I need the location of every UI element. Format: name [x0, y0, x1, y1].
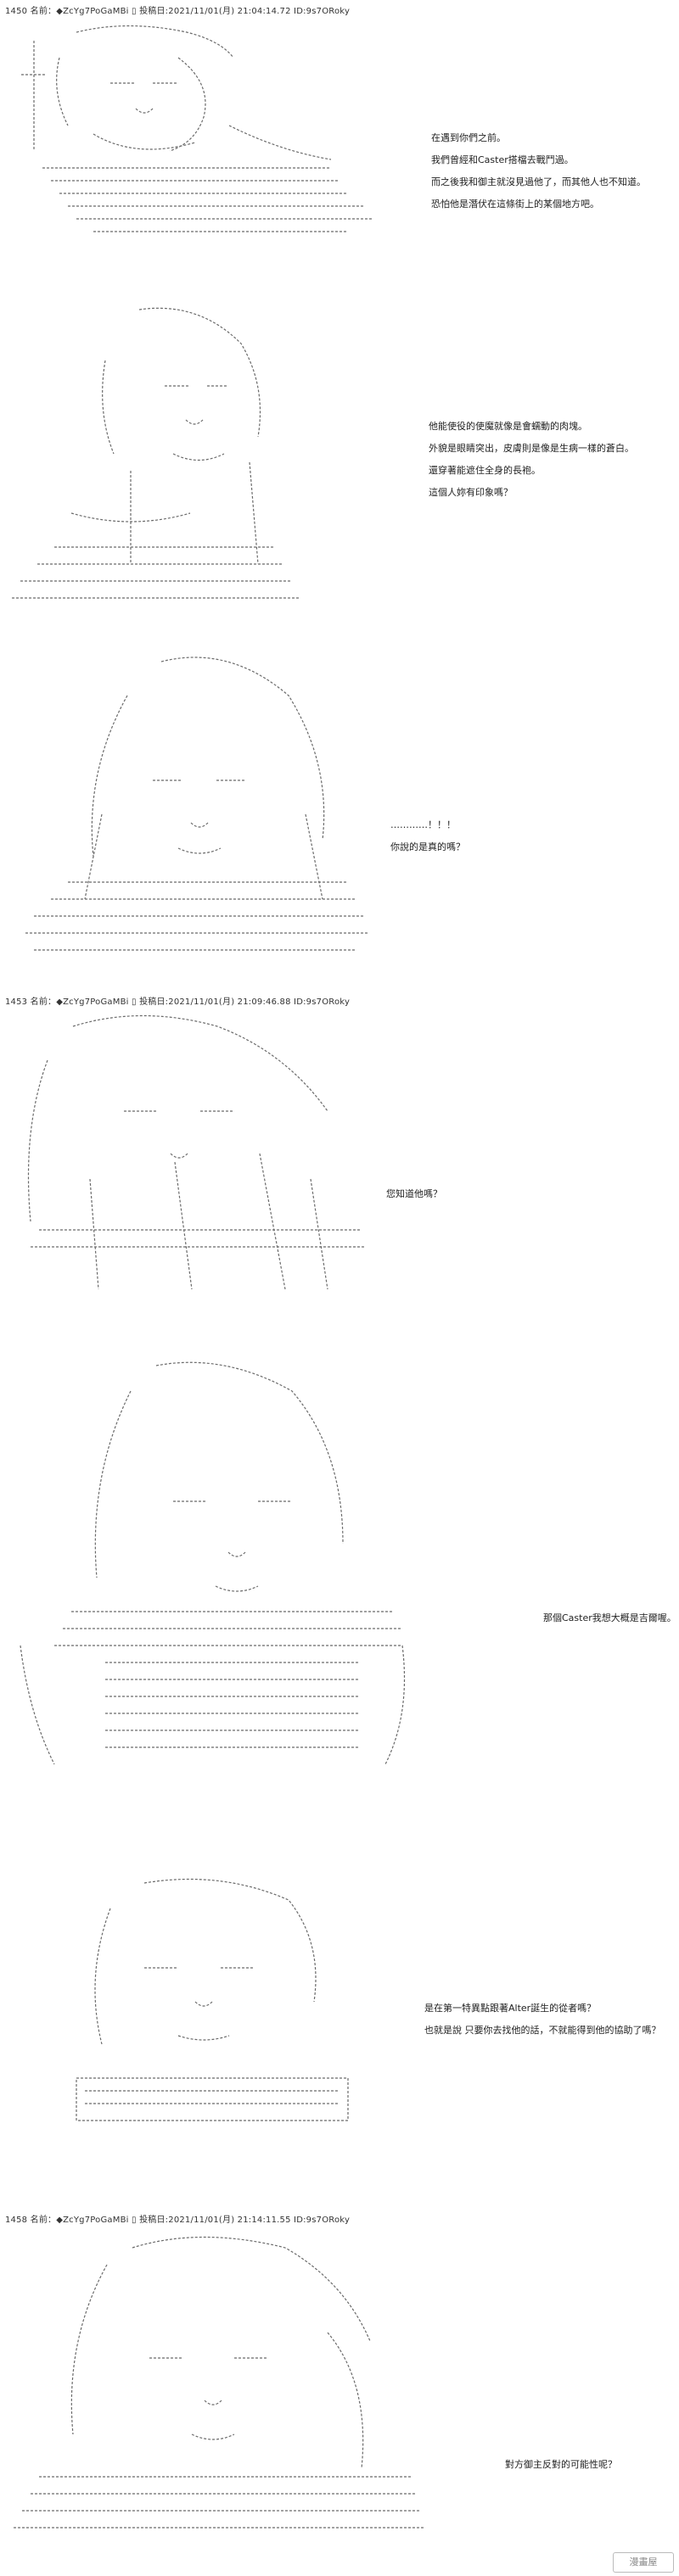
character-ascii-art: [5, 1009, 370, 1298]
dialogue-line: …………！！！: [390, 819, 456, 830]
dialogue-block: 您知道他嗎？: [386, 1183, 442, 1205]
dialogue-line: 對方御主反對的可能性呢？: [505, 2459, 617, 2470]
dialogue-block: 那個Caster我想大概是吉爾喔。: [543, 1607, 676, 1629]
dialogue-line: 那個Caster我想大概是吉爾喔。: [543, 1612, 676, 1623]
character-ascii-art: [5, 2231, 429, 2562]
dialogue-block: 對方御主反對的可能性呢？: [505, 2454, 617, 2476]
dialogue-block: 在遇到你們之前。 我們曾經和Caster搭檔去戰鬥過。 而之後我和御主就沒見過他…: [431, 127, 646, 215]
character-ascii-art: [8, 24, 382, 246]
character-ascii-art: [17, 645, 373, 984]
dialogue-line: 也就是說 只要你去找他的話，不就能得到他的協助了嗎？: [424, 2025, 661, 2036]
dialogue-block: 他能使役的使魔就像是會蠕動的肉塊。 外貌是眼睛突出，皮膚則是像是生病一樣的蒼白。…: [429, 416, 634, 504]
dialogue-line: 還穿著能遮住全身的長袍。: [429, 465, 541, 476]
dialogue-line: 外貌是眼睛突出，皮膚則是像是生病一樣的蒼白。: [429, 443, 634, 454]
dialogue-line: 你說的是真的嗎？: [390, 841, 465, 852]
dialogue-block: 是在第一特異點跟著Alter誕生的從者嗎？ 也就是說 只要你去找他的話，不就能得…: [424, 1998, 661, 2042]
dialogue-line: 在遇到你們之前。: [431, 132, 506, 143]
character-ascii-art: [3, 293, 309, 632]
character-ascii-art: [3, 1357, 411, 1781]
character-ascii-art: [51, 1875, 373, 2129]
dialogue-block: …………！！！ 你說的是真的嗎？: [390, 814, 465, 858]
dialogue-line: 您知道他嗎？: [386, 1188, 442, 1199]
dialogue-line: 他能使役的使魔就像是會蠕動的肉塊。: [429, 421, 587, 432]
post-header: 1453 名前：◆ZcYg7PoGaMBi ▯ 投稿日:2021/11/01(月…: [5, 997, 351, 1007]
dialogue-line: 恐怕他是潛伏在這條街上的某個地方吧。: [431, 198, 599, 210]
post-header: 1450 名前：◆ZcYg7PoGaMBi ▯ 投稿日:2021/11/01(月…: [5, 7, 351, 16]
dialogue-line: 這個人妳有印象嗎？: [429, 487, 513, 498]
dialogue-line: 而之後我和御主就沒見過他了，而其他人也不知道。: [431, 176, 646, 187]
post-header: 1458 名前：◆ZcYg7PoGaMBi ▯ 投稿日:2021/11/01(月…: [5, 2216, 351, 2225]
dialogue-line: 是在第一特異點跟著Alter誕生的從者嗎？: [424, 2003, 597, 2014]
dialogue-line: 我們曾經和Caster搭檔去戰鬥過。: [431, 154, 574, 165]
site-watermark-logo: 漫畫屋: [613, 2552, 674, 2573]
